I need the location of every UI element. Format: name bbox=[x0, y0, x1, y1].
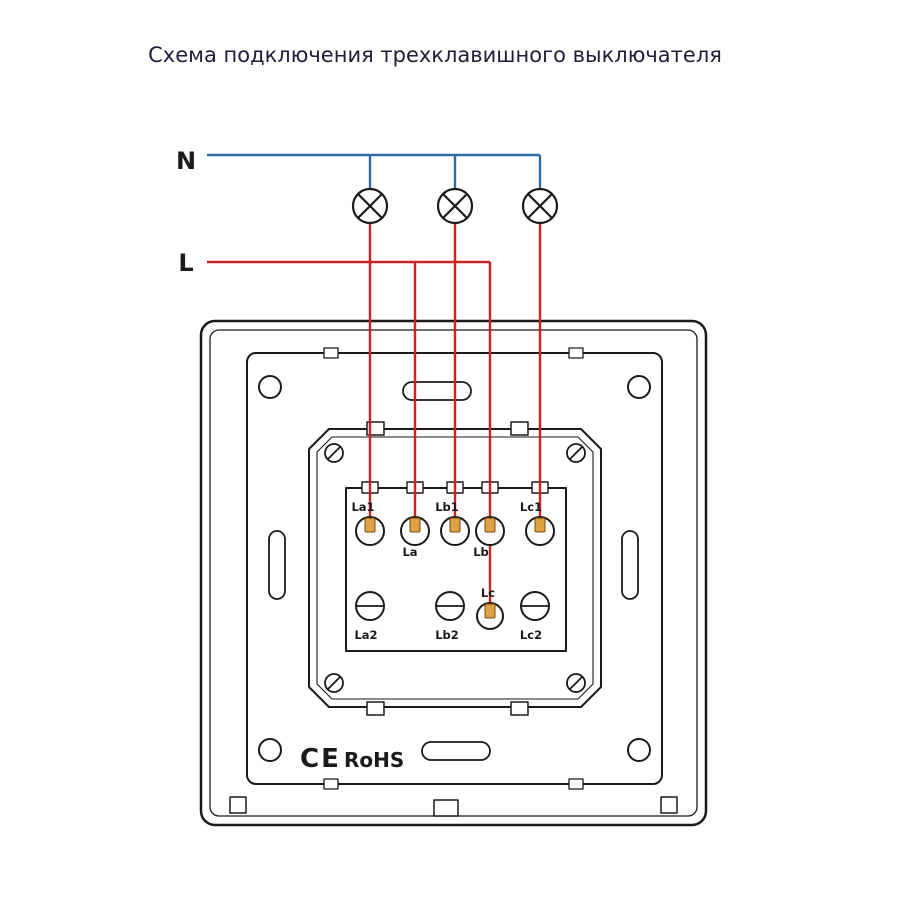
plate-hole-bottom-left bbox=[258, 738, 282, 762]
plate-hole-top-right bbox=[627, 375, 651, 399]
mechanism-frame-inner bbox=[316, 436, 594, 700]
terminal-labels: La1 La Lb1 Lb Lc1 Lc La2 Lb2 Lc2 bbox=[351, 500, 542, 642]
plate-slot-bottom bbox=[421, 741, 491, 761]
plate-slot-top bbox=[402, 381, 472, 401]
frame-tab-bottom-center bbox=[433, 799, 459, 817]
neutral-label: N bbox=[176, 147, 196, 175]
plate-slot-left bbox=[268, 530, 286, 600]
terminal-label-Lc2: Lc2 bbox=[520, 628, 542, 642]
line-label: L bbox=[178, 249, 193, 277]
mechanism-tab-top-right bbox=[510, 421, 529, 436]
line-bus bbox=[207, 206, 542, 616]
wire-end-Lb1 bbox=[449, 517, 461, 533]
ce-mark: CE bbox=[300, 744, 341, 774]
plate-clip bbox=[568, 347, 584, 359]
lamp-icon bbox=[351, 187, 389, 225]
wire-end-Lc1 bbox=[534, 517, 546, 533]
mechanism-tab-bottom-right bbox=[510, 701, 529, 716]
plate-clip bbox=[568, 778, 584, 790]
wire-end-Lc bbox=[484, 603, 496, 619]
mechanism-screw bbox=[324, 443, 586, 693]
rohs-mark: RoHS bbox=[344, 748, 404, 772]
plate-slot-right bbox=[621, 530, 639, 600]
terminal-label-La: La bbox=[402, 545, 417, 559]
terminal-label-Lb2: Lb2 bbox=[435, 628, 459, 642]
mechanism-tab-bottom-left bbox=[366, 701, 385, 716]
switch-outer-frame bbox=[199, 319, 708, 827]
wire-end-Lb bbox=[484, 517, 496, 533]
lamps bbox=[351, 187, 559, 225]
terminal-label-La1: La1 bbox=[351, 500, 374, 514]
frame-tab-bottom-left bbox=[229, 796, 247, 814]
mechanism-tab-top-left bbox=[366, 421, 385, 436]
terminal-label-Lc: Lc bbox=[481, 586, 495, 600]
terminal-label-Lc1: Lc1 bbox=[520, 500, 542, 514]
switch-device bbox=[199, 319, 708, 827]
plate-clip bbox=[323, 778, 339, 790]
wire-ends bbox=[364, 517, 546, 619]
plate-clip bbox=[323, 347, 339, 359]
wire-end-La1 bbox=[364, 517, 376, 533]
lamp-icon bbox=[436, 187, 474, 225]
lamp-icon bbox=[521, 187, 559, 225]
mechanism-frame-outer bbox=[308, 428, 602, 708]
terminal-label-Lb1: Lb1 bbox=[435, 500, 459, 514]
terminal-label-Lb: Lb bbox=[473, 545, 489, 559]
frame-tab-bottom-right bbox=[660, 796, 678, 814]
page-title: Схема подключения трехклавишного выключа… bbox=[148, 43, 722, 67]
plate-hole-top-left bbox=[258, 375, 282, 399]
plate-hole-bottom-right bbox=[627, 738, 651, 762]
terminal-label-La2: La2 bbox=[354, 628, 377, 642]
wire-end-La bbox=[409, 517, 421, 533]
